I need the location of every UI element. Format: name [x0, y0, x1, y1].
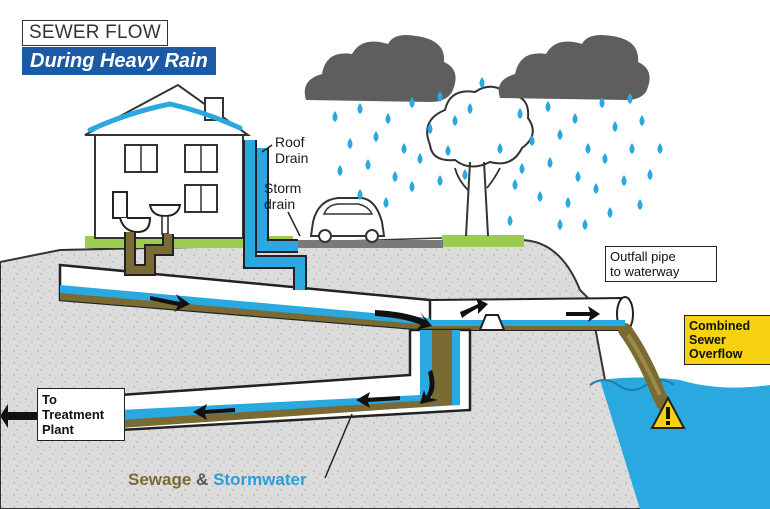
house [84, 83, 252, 239]
regulator-weir [478, 314, 506, 331]
rain-drop-icon [332, 111, 338, 122]
legend-sewage: Sewage [128, 470, 192, 489]
rain-drop-icon [347, 138, 353, 149]
rain-drop-icon [401, 143, 407, 154]
legend-sewage-stormwater: Sewage & Stormwater [128, 470, 307, 490]
rain-drop-icon [519, 163, 525, 174]
rain-drop-icon [357, 103, 363, 114]
rain-drop-icon [557, 219, 563, 230]
rain-drop-icon [385, 113, 391, 124]
rain-drop-icon [547, 157, 553, 168]
rain-drop-icon [585, 143, 591, 154]
label-roof-drain: Roof Drain [275, 134, 308, 166]
rain-drop-icon [462, 169, 468, 180]
rain-drop-icon [572, 113, 578, 124]
rain-drop-icon [373, 131, 379, 142]
legend-stormwater: Stormwater [213, 470, 307, 489]
rain-drop-icon [479, 77, 485, 88]
rain-drop-icon [409, 97, 415, 108]
rain-drop-icon [657, 143, 663, 154]
label-combined-sewer-overflow: Combined Sewer Overflow [684, 315, 770, 365]
warning-icon [650, 395, 686, 429]
rain-drop-icon [607, 207, 613, 218]
label-storm-drain-line2: drain [264, 196, 296, 212]
rain-drop-icon [627, 93, 633, 104]
label-outfall-pipe: Outfall pipe to waterway [605, 246, 717, 282]
label-outfall-line1: Outfall pipe [610, 249, 676, 264]
rain-drop-icon [647, 169, 653, 180]
label-outfall-line2: to waterway [610, 264, 680, 279]
rain-drop-icon [507, 215, 513, 226]
rain-drop-icon [357, 189, 363, 200]
cloud-icon [304, 35, 456, 102]
rain-drop-icon [445, 145, 451, 156]
leader-lines [261, 144, 353, 479]
rain-drop-icon [437, 91, 443, 102]
label-cso-line3: Overflow [689, 347, 743, 361]
title-sewer-flow: SEWER FLOW [22, 20, 168, 46]
rain-drop-icon [383, 197, 389, 208]
rain-drop-icon [497, 143, 503, 154]
rain-drop-icon [409, 181, 415, 192]
rain-drop-icon [437, 175, 443, 186]
rain-drop-icon [517, 108, 523, 119]
rain-drop-icon [537, 191, 543, 202]
house-drain-pipe [124, 232, 174, 276]
label-treatment-line1: To [42, 392, 57, 407]
rain-drop-icon [512, 179, 518, 190]
label-treatment-line2: Treatment [42, 407, 105, 422]
label-roof-drain-line1: Roof [275, 134, 305, 150]
title-during-heavy-rain: During Heavy Rain [22, 47, 216, 75]
rain-drop-icon [557, 129, 563, 140]
roof-drain-pipe [243, 140, 307, 290]
rain-drop-icon [337, 165, 343, 176]
rain-drop-icon [582, 219, 588, 230]
rain-drop-icon [637, 199, 643, 210]
cloud-icon [498, 35, 650, 100]
rain-drop-icon [565, 197, 571, 208]
rain-drop-icon [467, 103, 473, 114]
rain-drop-icon [427, 123, 433, 134]
rain [332, 77, 663, 230]
label-storm-drain-line1: Storm [264, 180, 302, 196]
legend-ampersand: & [196, 470, 209, 489]
rain-drop-icon [612, 121, 618, 132]
rain-drop-icon [593, 183, 599, 194]
label-roof-drain-line2: Drain [275, 150, 309, 166]
rain-drop-icon [629, 143, 635, 154]
label-cso-line2: Sewer [689, 333, 726, 347]
rain-drop-icon [599, 97, 605, 108]
rain-drop-icon [529, 135, 535, 146]
label-treatment-plant: To Treatment Plant [37, 388, 125, 441]
rain-drop-icon [621, 175, 627, 186]
label-cso-line1: Combined [689, 319, 751, 333]
rain-drop-icon [545, 101, 551, 112]
upper-sewer-pipe [58, 263, 625, 332]
label-treatment-line3: Plant [42, 422, 74, 437]
rain-drop-icon [575, 171, 581, 182]
label-storm-drain: Storm drain [264, 180, 301, 212]
rain-drop-icon [417, 153, 423, 164]
rain-drop-icon [365, 159, 371, 170]
rain-drop-icon [602, 153, 608, 164]
rain-drop-icon [392, 171, 398, 182]
rain-drop-icon [452, 115, 458, 126]
car-icon [309, 197, 386, 243]
tree-icon [426, 85, 534, 237]
flow-arrows [0, 294, 600, 428]
toilet-icon [112, 191, 152, 234]
rain-drop-icon [639, 115, 645, 126]
